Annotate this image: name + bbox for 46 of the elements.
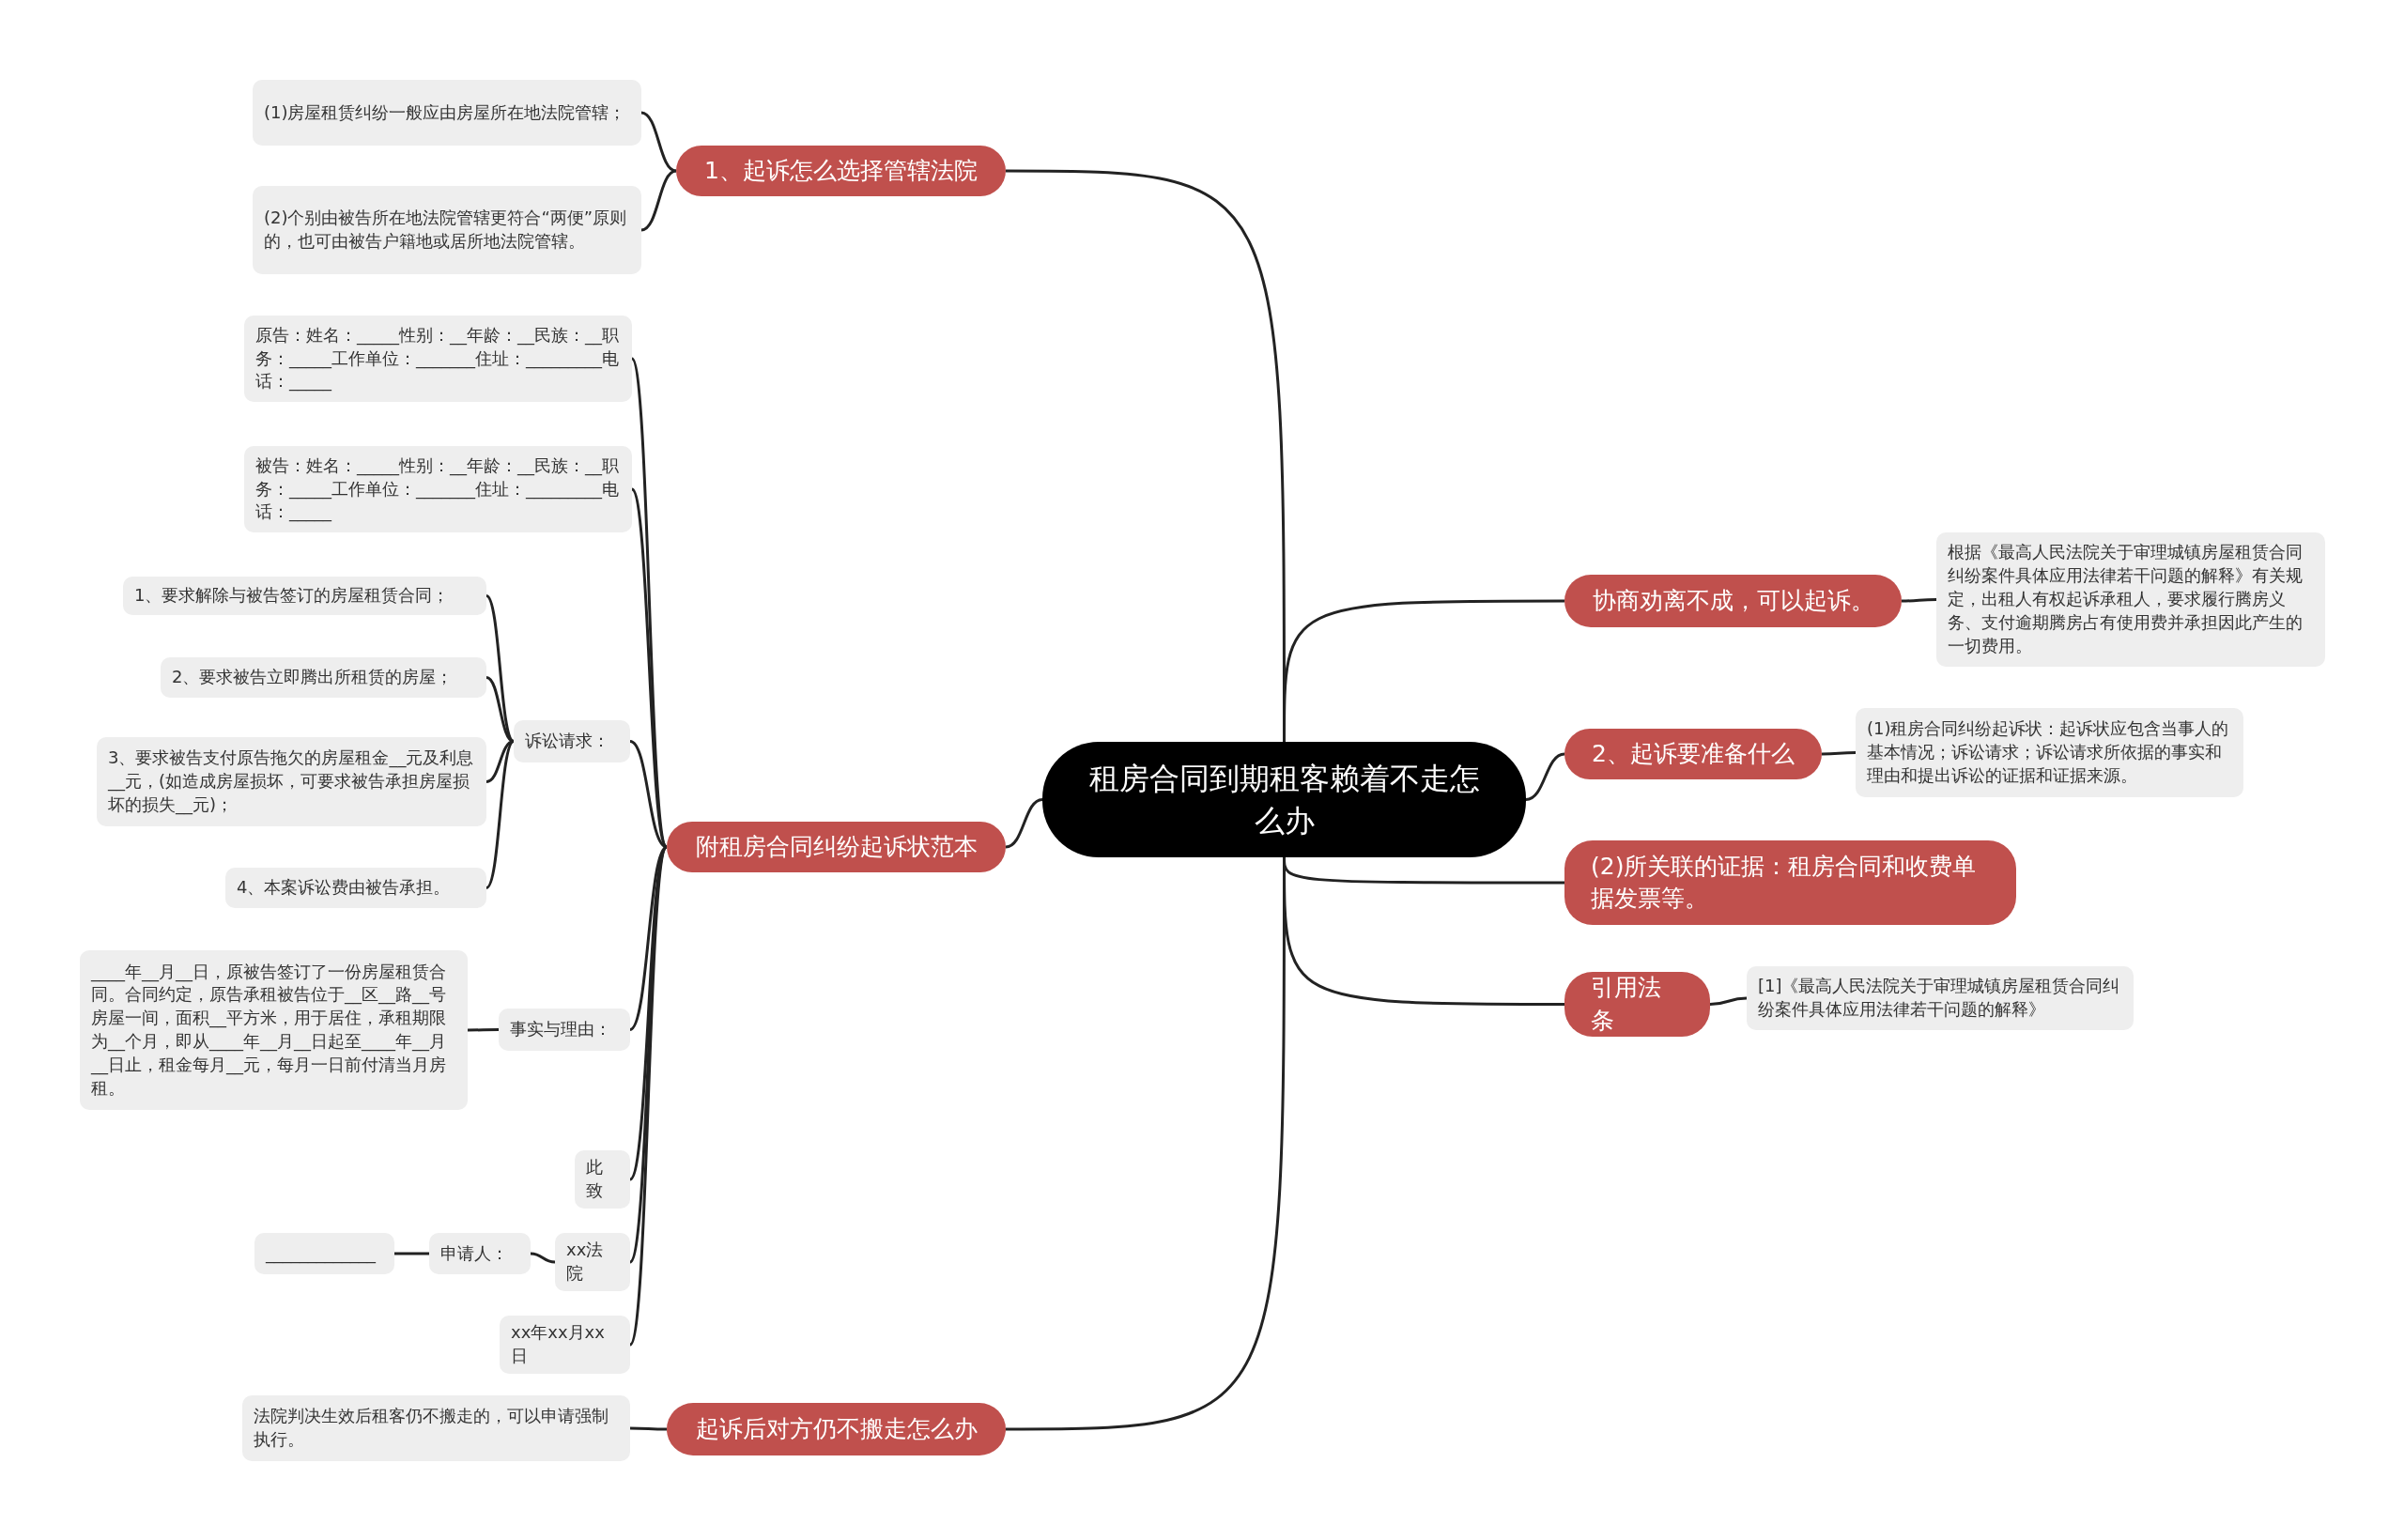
- connector-line: [485, 594, 515, 743]
- branch-topic: 起诉后对方仍不搬走怎么办: [667, 1403, 1006, 1455]
- note-box: 1、要求解除与被告签订的房屋租赁合同；: [123, 577, 486, 615]
- note-box: 根据《最高人民法院关于审理城镇房屋租赁合同纠纷案件具体应用法律若干问题的解释》有关规定，出租人有权起诉承租人，要求履行腾房义务、支付逾期腾房占有使用费并承担因此产生的一切费用。: [1936, 532, 2325, 667]
- connector-line: [630, 1426, 667, 1431]
- central-topic: 租房合同到期租客赖着不走怎么办: [1042, 742, 1526, 857]
- connector-line: [630, 488, 669, 848]
- note-box: 此致: [575, 1150, 630, 1209]
- connector-line: [1005, 798, 1043, 849]
- note-box: 被告：姓名：_____性别：__年龄：__民族：__职务：_____工作单位：_______住址：_________电话：_____: [244, 446, 632, 532]
- note-box: 申请人：: [429, 1233, 531, 1274]
- connector-line: [1283, 599, 1564, 742]
- connector-line: [485, 676, 515, 743]
- connector-line: [530, 1252, 556, 1264]
- branch-topic: (2)所关联的证据：租房合同和收费单据发票等。: [1564, 840, 2016, 925]
- note-box: 法院判决生效后租客仍不搬走的，可以申请强制执行。: [242, 1395, 630, 1461]
- note-box: 3、要求被告支付原告拖欠的房屋租金__元及利息__元，(如造成房屋损坏，可要求被告承担房屋损坏的损失__元)；: [97, 737, 486, 826]
- connector-line: [1283, 857, 1564, 1006]
- branch-topic: 2、起诉要准备什么: [1564, 729, 1822, 779]
- note-box: 事实与理由：: [499, 1009, 630, 1051]
- note-box: (1)房屋租赁纠纷一般应由房屋所在地法院管辖；: [253, 80, 641, 146]
- note-box: _____________: [254, 1233, 394, 1274]
- note-box: xx法院: [555, 1233, 630, 1291]
- note-box: 4、本案诉讼费由被告承担。: [225, 868, 486, 908]
- connector-line: [640, 169, 677, 232]
- branch-topic: 协商劝离不成，可以起诉。: [1564, 575, 1902, 627]
- connector-line: [640, 111, 677, 173]
- note-box: (2)个别由被告所在地法院管辖更符合“两便”原则的，也可由被告户籍地或居所地法院管辖。: [253, 186, 641, 274]
- connector-line: [1709, 996, 1748, 1006]
- note-box: 2、要求被告立即腾出所租赁的房屋；: [161, 657, 486, 698]
- connector-line: [628, 846, 669, 1346]
- note-box: ____年__月__日，原被告签订了一份房屋租赁合同。合同约定，原告承租被告位于__区__路__号房屋一间，面积__平方米，用于居住，承租期限为__个月，即从____年__月__日起至____年__月__日止，租金每月__元，每月一日前付清当月房租。: [80, 950, 468, 1110]
- note-box: 诉讼请求：: [514, 720, 630, 762]
- note-box: [1]《最高人民法院关于审理城镇房屋租赁合同纠纷案件具体应用法律若干问题的解释》: [1747, 966, 2134, 1030]
- connector-line: [1902, 598, 1936, 603]
- connector-line: [394, 1252, 429, 1255]
- branch-topic: 引用法条: [1564, 972, 1710, 1037]
- branch-topic: 附租房合同纠纷起诉状范本: [667, 822, 1006, 872]
- note-box: xx年xx月xx日: [500, 1316, 630, 1374]
- connector-line: [1822, 751, 1856, 756]
- note-box: 原告：姓名：_____性别：__年龄：__民族：__职务：_____工作单位：_______住址：_________电话：_____: [244, 316, 632, 402]
- connector-line: [1525, 752, 1565, 801]
- branch-topic: 1、起诉怎么选择管辖法院: [676, 146, 1006, 196]
- connector-line: [485, 740, 515, 889]
- note-box: (1)租房合同纠纷起诉状：起诉状应包含当事人的基本情况；诉讼请求；诉讼请求所依据的事实和理由和提出诉讼的证据和证据来源。: [1856, 708, 2243, 797]
- connector-line: [468, 1028, 499, 1032]
